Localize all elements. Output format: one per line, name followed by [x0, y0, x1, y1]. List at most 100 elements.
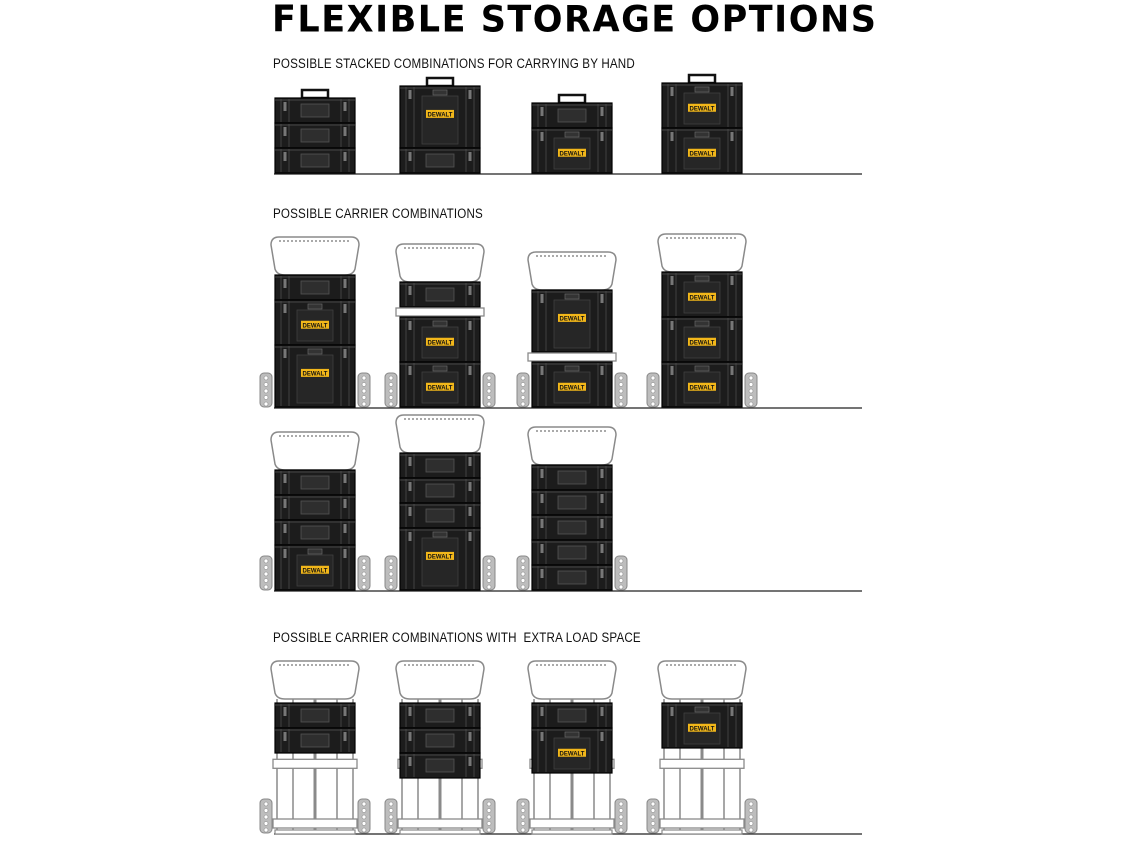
frame-crossbar: [397, 818, 483, 829]
medium-toolbox: DEWALT: [531, 727, 613, 774]
medium-toolbox: DEWALT: [661, 361, 743, 408]
dewalt-logo: [426, 382, 454, 391]
frame-crossbar: [659, 758, 745, 769]
organizer-box: [399, 752, 481, 779]
medium-toolbox: DEWALT: [661, 127, 743, 174]
svg-text:DEWALT: DEWALT: [690, 726, 715, 732]
organizer-box: [274, 97, 356, 124]
dewalt-logo: [558, 382, 586, 391]
dewalt-logo: [301, 320, 329, 329]
cart-handle: [395, 660, 485, 700]
page-title: FLEXIBLE STORAGE OPTIONS: [272, 0, 878, 41]
organizer-box: [399, 477, 481, 504]
dewalt-logo: [688, 103, 716, 112]
medium-toolbox: DEWALT: [399, 361, 481, 408]
svg-text:DEWALT: DEWALT: [303, 323, 328, 329]
extra-combination-1: [259, 660, 371, 835]
cart-handle: [270, 660, 360, 700]
organizer-box: [399, 502, 481, 529]
medium-toolbox: DEWALT: [661, 82, 743, 129]
organizer-box: [274, 122, 356, 149]
svg-text:DEWALT: DEWALT: [560, 751, 585, 757]
cart-combination-3: DEWALT DEWALT: [516, 251, 628, 408]
organizer-box: [531, 539, 613, 566]
organizer-box: [274, 702, 356, 729]
section-label-hand: POSSIBLE STACKED COMBINATIONS FOR CARRYI…: [273, 56, 635, 71]
dewalt-logo: [558, 748, 586, 757]
organizer-box: [399, 281, 481, 308]
cart-handle: [527, 426, 617, 466]
organizer-box: [399, 452, 481, 479]
organizer-box: [274, 274, 356, 301]
svg-text:DEWALT: DEWALT: [690, 151, 715, 157]
extra-combination-4: DEWALT: [646, 660, 758, 835]
extra-combination-3: DEWALT: [516, 660, 628, 835]
svg-text:DEWALT: DEWALT: [428, 554, 453, 560]
carry-handle-icon: [557, 93, 587, 105]
cart-combination-3: [516, 426, 628, 591]
hand-combination-3: DEWALT: [531, 93, 613, 174]
large-toolbox: DEWALT: [274, 344, 356, 408]
organizer-box: [531, 102, 613, 129]
frame-crossbar: [527, 352, 617, 362]
medium-toolbox: DEWALT: [661, 271, 743, 318]
carry-handle-icon: [300, 88, 330, 100]
hand-combination-4: DEWALT DEWALT: [661, 73, 743, 174]
organizer-box: [399, 727, 481, 754]
large-toolbox: DEWALT: [399, 85, 481, 149]
frame-crossbar: [529, 818, 615, 829]
medium-toolbox: DEWALT: [531, 361, 613, 408]
dewalt-logo: [558, 313, 586, 322]
cart-combination-1: DEWALT: [259, 431, 371, 591]
hand-combination-1: [274, 88, 356, 174]
hand-combination-2: DEWALT: [399, 76, 481, 174]
svg-text:DEWALT: DEWALT: [303, 568, 328, 574]
svg-text:DEWALT: DEWALT: [690, 106, 715, 112]
medium-toolbox: DEWALT: [531, 127, 613, 174]
dewalt-logo: [688, 148, 716, 157]
carry-handle-icon: [425, 76, 455, 88]
cart-handle: [395, 243, 485, 283]
cart-handle: [657, 660, 747, 700]
organizer-box: [399, 147, 481, 174]
medium-toolbox: DEWALT: [661, 702, 743, 749]
frame-crossbar: [395, 307, 485, 317]
svg-text:DEWALT: DEWALT: [303, 371, 328, 377]
organizer-box: [274, 147, 356, 174]
svg-text:DEWALT: DEWALT: [428, 112, 453, 118]
organizer-box: [399, 702, 481, 729]
dewalt-logo: [301, 565, 329, 574]
carry-handle-icon: [687, 73, 717, 85]
svg-text:DEWALT: DEWALT: [690, 340, 715, 346]
organizer-box: [531, 564, 613, 591]
dewalt-logo: [301, 368, 329, 377]
svg-text:DEWALT: DEWALT: [560, 151, 585, 157]
frame-crossbar: [272, 818, 358, 829]
section-label-carrier: POSSIBLE CARRIER COMBINATIONS: [273, 206, 483, 221]
organizer-box: [531, 514, 613, 541]
cart-combination-1: DEWALT DEWALT: [259, 236, 371, 408]
cart-combination-2: DEWALT: [384, 414, 496, 591]
organizer-box: [274, 727, 356, 754]
organizer-box: [274, 519, 356, 546]
dewalt-logo: [426, 551, 454, 560]
organizer-box: [531, 702, 613, 729]
cart-handle: [527, 251, 617, 291]
frame-crossbar: [272, 758, 358, 769]
svg-text:DEWALT: DEWALT: [560, 385, 585, 391]
large-toolbox: DEWALT: [531, 289, 613, 353]
extra-combination-2: [384, 660, 496, 835]
medium-toolbox: DEWALT: [274, 544, 356, 591]
dewalt-logo: [558, 148, 586, 157]
dewalt-logo: [688, 292, 716, 301]
dewalt-logo: [688, 382, 716, 391]
medium-toolbox: DEWALT: [661, 316, 743, 363]
cart-handle: [270, 236, 360, 276]
large-toolbox: DEWALT: [399, 527, 481, 591]
svg-text:DEWALT: DEWALT: [428, 385, 453, 391]
cart-handle: [657, 233, 747, 273]
svg-text:DEWALT: DEWALT: [560, 316, 585, 322]
dewalt-logo: [426, 109, 454, 118]
